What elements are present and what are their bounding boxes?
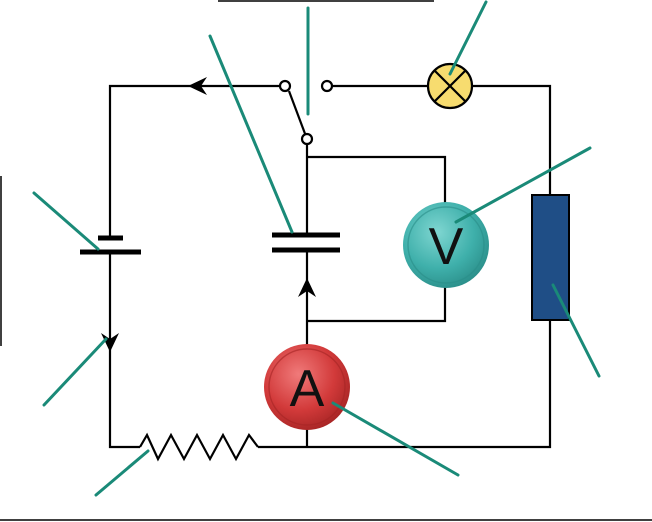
leader-ammeter bbox=[331, 401, 460, 477]
switch bbox=[278, 79, 334, 146]
current-arrow-top bbox=[188, 77, 207, 95]
voltmeter-label: V bbox=[429, 218, 464, 276]
leader-lamp bbox=[448, 0, 488, 76]
zigzag-resistor bbox=[139, 432, 259, 462]
lamp bbox=[426, 62, 474, 110]
leader-capacitor bbox=[208, 34, 294, 234]
leader-battery bbox=[32, 191, 100, 251]
ammeter: A bbox=[264, 344, 350, 430]
leader-voltmeter bbox=[454, 146, 592, 224]
resistor bbox=[531, 194, 570, 321]
ammeter-label: A bbox=[290, 360, 325, 418]
leader-zigzag-resistor bbox=[94, 449, 150, 497]
leader-lines bbox=[32, 0, 601, 497]
battery bbox=[80, 235, 141, 255]
leader-resistor bbox=[551, 283, 601, 378]
leader-current-arrow bbox=[42, 337, 108, 407]
wires bbox=[108, 84, 552, 449]
current-arrow-middle bbox=[298, 278, 316, 297]
capacitor bbox=[272, 232, 340, 253]
voltmeter: V bbox=[403, 202, 489, 288]
